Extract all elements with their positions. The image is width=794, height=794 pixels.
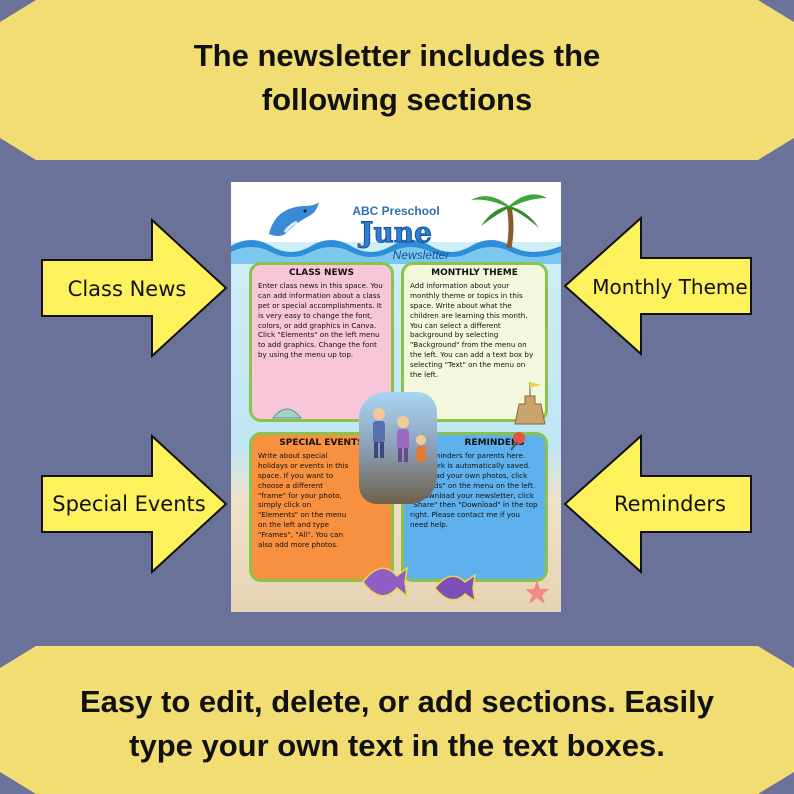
class-news-body: Enter class news in this space. You can … xyxy=(258,280,383,360)
children-jumping-icon xyxy=(373,408,426,462)
top-banner-notches xyxy=(0,0,794,160)
dolphin-icon xyxy=(269,202,319,236)
reminders-arrow-icon xyxy=(563,434,752,574)
class-news-box[interactable]: CLASS NEWS Enter class news in this spac… xyxy=(249,262,394,422)
special-events-title: SPECIAL EVENTS xyxy=(279,438,364,448)
angelfish-icon xyxy=(362,566,409,598)
pushpin-icon xyxy=(510,432,525,451)
special-events-body: Write about special holidays or events i… xyxy=(258,450,349,550)
monthly-theme-box[interactable]: MONTHLY THEME Add information about your… xyxy=(401,262,548,422)
bottom-banner-notches xyxy=(0,646,794,794)
starfish-icon xyxy=(525,580,549,604)
wave-icon xyxy=(231,240,561,264)
newsletter-subtitle: Newsletter xyxy=(392,248,450,262)
newsletter-month: June xyxy=(360,216,433,250)
top-banner xyxy=(0,0,794,160)
top-heading: The newsletter includes the following se… xyxy=(193,38,601,117)
seashell-icon xyxy=(271,408,303,419)
special-events-label: Special Events xyxy=(52,492,206,516)
class-news-label: Class News xyxy=(67,277,187,301)
palm-tree-icon xyxy=(471,194,547,249)
newsletter-school: ABC Preschool xyxy=(352,204,440,218)
newsletter-preview: ABC Preschool June Newsletter CLASS NEWS… xyxy=(231,182,561,612)
reminders-label: Reminders xyxy=(614,492,726,516)
bottom-banner xyxy=(0,646,794,794)
sandcastle-icon xyxy=(514,382,546,425)
special-events-arrow-icon xyxy=(41,434,228,574)
kids-photo xyxy=(359,392,437,504)
monthly-theme-title: MONTHLY THEME xyxy=(431,268,518,278)
reminders-box[interactable]: REMINDERS Add reminders for parents here… xyxy=(401,432,548,582)
monthly-theme-arrow-icon xyxy=(563,216,752,356)
monthly-theme-body: Add information about your monthly theme… xyxy=(410,280,534,380)
class-news-title: CLASS NEWS xyxy=(288,268,355,278)
class-news-arrow-icon xyxy=(41,218,228,358)
angelfish-icon-2 xyxy=(434,573,477,603)
reminders-body: Add reminders for parents here. Your wor… xyxy=(410,450,538,530)
monthly-theme-label: Monthly Theme xyxy=(592,275,748,299)
reminders-title: REMINDERS xyxy=(464,438,525,448)
bottom-heading: Easy to edit, delete, or add sections. E… xyxy=(80,684,715,763)
